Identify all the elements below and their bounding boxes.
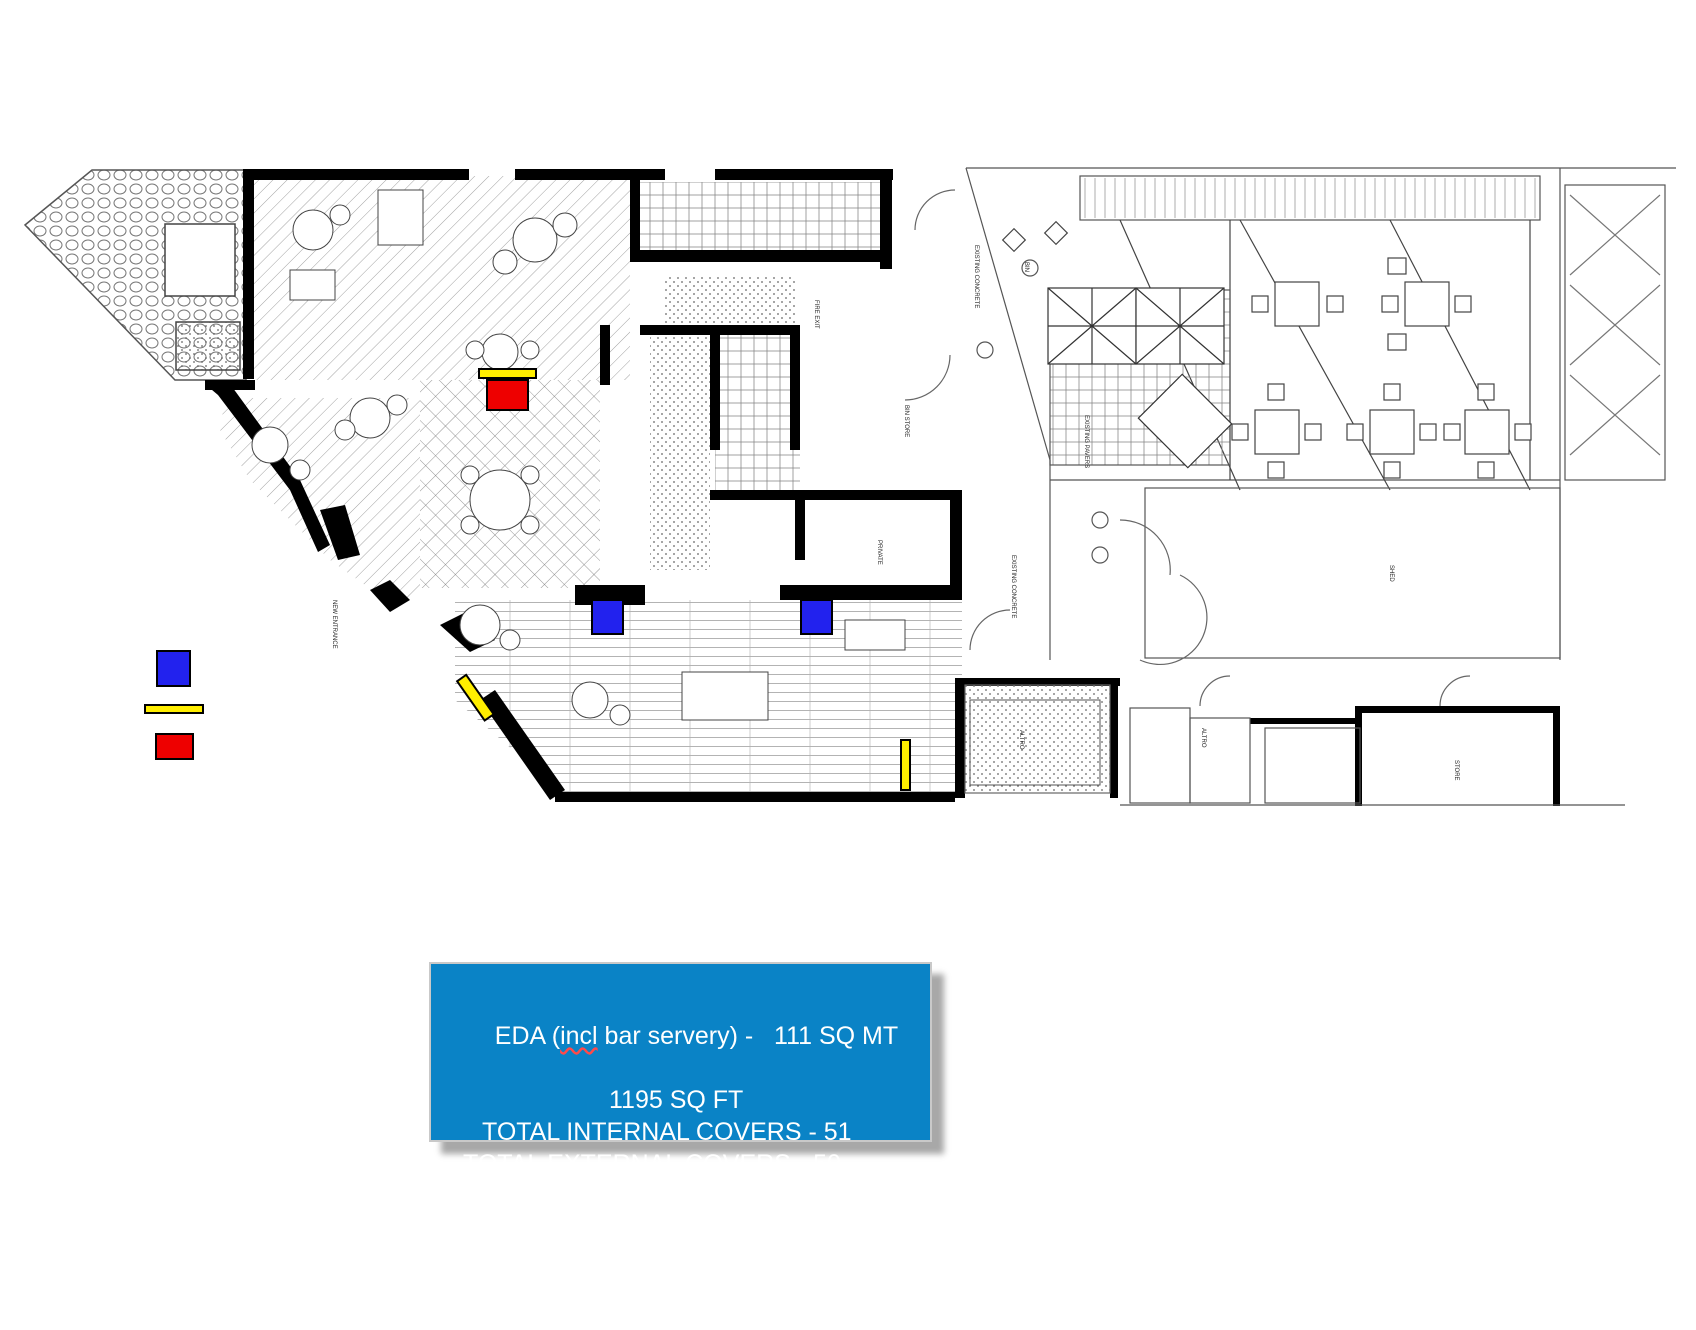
info-area-prefix: EDA ( bbox=[494, 1022, 561, 1050]
label-altro-1: ALTRO bbox=[1018, 730, 1024, 750]
label-existing-concrete-2: EXISTING CONCRETE bbox=[1010, 555, 1016, 618]
label-shed: SHED bbox=[1388, 565, 1394, 582]
label-existing-concrete-1: EXISTING CONCRETE bbox=[973, 245, 979, 308]
yellow-marker-diagonal bbox=[455, 673, 496, 722]
label-private: PRIVATE bbox=[876, 540, 882, 565]
label-bin-store: BIN STORE bbox=[903, 405, 909, 437]
yellow-marker-door bbox=[900, 739, 911, 791]
label-existing-pavers: EXISTING PAVERS bbox=[1083, 415, 1089, 468]
info-external-covers: TOTAL EXTERNAL COVERS - 50 bbox=[463, 1150, 841, 1178]
cobbled-courtyard bbox=[23, 169, 247, 381]
label-new-entrance: NEW ENTRANCE bbox=[331, 600, 337, 649]
area-covers-info-box: EDA (incl bar servery) - 111 SQ MT 1195 … bbox=[429, 962, 932, 1178]
plan-markers bbox=[455, 368, 911, 791]
legend-blue-square bbox=[156, 650, 191, 687]
legend-red-rect bbox=[155, 733, 194, 760]
furniture bbox=[251, 189, 1101, 786]
label-store: STORE bbox=[1453, 760, 1459, 781]
yellow-marker-top bbox=[478, 368, 537, 379]
blue-marker-right bbox=[800, 599, 833, 635]
red-marker bbox=[486, 379, 529, 411]
legend bbox=[144, 650, 204, 760]
plan-labels: EXISTING CONCRETE EXISTING CONCRETE EXIS… bbox=[331, 245, 1459, 781]
info-area-sq-mt: EDA (incl bar servery) - 111 SQ MT bbox=[467, 988, 966, 1084]
label-bin: BIN bbox=[1023, 262, 1029, 272]
label-fire-exit: FIRE EXIT bbox=[813, 300, 819, 329]
external-area bbox=[904, 167, 1676, 806]
info-area-incl: incl bbox=[560, 1022, 598, 1050]
label-altro-2: ALTRO bbox=[1200, 728, 1206, 748]
blue-marker-left bbox=[591, 599, 624, 635]
legend-yellow-bar bbox=[144, 704, 204, 714]
info-area-sq-ft: 1195 SQ FT bbox=[609, 1086, 744, 1114]
info-internal-covers: TOTAL INTERNAL COVERS - 51 bbox=[482, 1118, 852, 1146]
info-area-suffix: bar servery) - 111 SQ MT bbox=[597, 1022, 899, 1050]
